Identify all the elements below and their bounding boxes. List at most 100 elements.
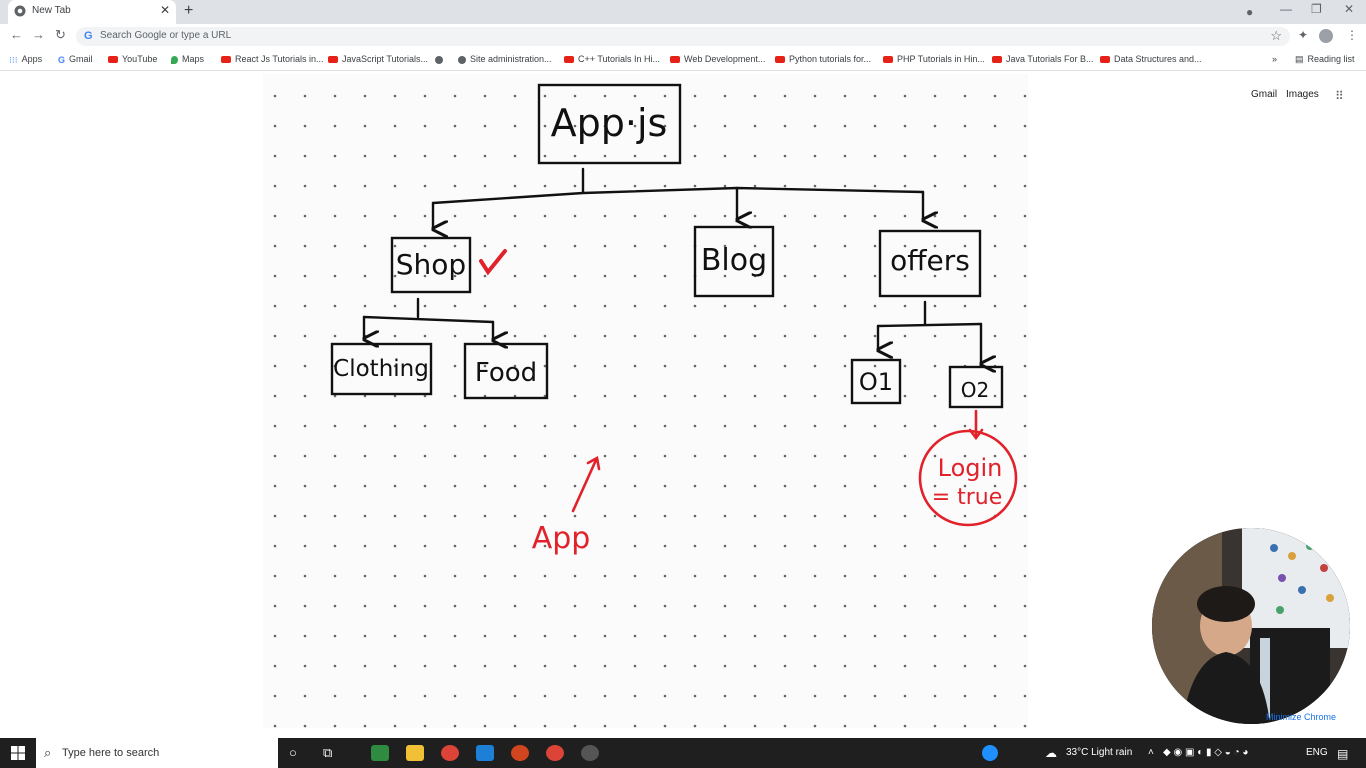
whiteboard: App·js Shop Blog offers Clothing Food O1… [263,74,1028,728]
tray-chevron-icon[interactable]: ˄ [1148,747,1154,758]
bookmark-javascript[interactable]: JavaScript Tutorials... [328,48,428,70]
bookmark-python[interactable]: Python tutorials for... [775,48,871,70]
connector-shop-bar [362,315,495,324]
youtube-icon [328,56,338,64]
reload-button[interactable]: ↻ [55,27,66,42]
weather-icon: ☁ [1045,746,1057,760]
node-box-shop [390,236,472,294]
taskbar-search-box[interactable]: ⌕ Type here to search [36,738,278,768]
bookmark-cpp[interactable]: C++ Tutorials In Hi... [564,48,660,70]
youtube-icon [108,56,118,64]
bookmark-java[interactable]: Java Tutorials For B... [992,48,1094,70]
globe-icon [435,55,443,64]
chrome-app-icon[interactable] [441,745,459,761]
webcam-image [1152,528,1350,724]
new-tab-button[interactable]: + [184,2,194,19]
bookmark-youtube[interactable]: YouTube [108,48,157,70]
google-apps-icon[interactable]: ⠿ [1335,89,1344,103]
windows-start-icon[interactable] [11,746,25,760]
whiteboard-canvas: App·js Shop Blog offers Clothing Food O1… [263,74,1028,728]
omnibox[interactable]: G Search Google or type a URL ☆ [76,27,1290,46]
google-icon: G [58,54,66,65]
weather-text[interactable]: 33°C Light rain [1066,747,1133,758]
notifications-icon[interactable]: ▤ [1337,747,1349,761]
arrow-up-head [586,455,601,471]
node-label-app-js: App·js [551,101,668,145]
node-label-o2: O2 [961,378,989,402]
bookmark-web-dev[interactable]: Web Development... [670,48,765,70]
arrow-up-line [571,458,598,513]
bookmark-apps[interactable]: ⁝⁝⁝Apps [9,48,42,70]
node-label-o1: O1 [859,368,893,396]
node-box-offers [878,229,982,298]
close-tab-icon[interactable]: ✕ [159,3,170,17]
powerpoint-app-icon[interactable] [511,745,529,761]
connector-level1 [431,186,925,205]
node-box-clothing [330,342,433,396]
webcam-overlay [1152,528,1350,724]
tab-new-tab[interactable]: New Tab ✕ [8,0,176,24]
chrome-icon [14,5,26,17]
dot-grid [263,74,1028,728]
taskbar-search-placeholder: Type here to search [62,747,160,759]
task-view-icon[interactable]: ⧉ [323,745,333,760]
checkmark-icon [479,249,507,276]
back-button[interactable]: ← [10,27,23,42]
youtube-icon [221,56,231,64]
toolbar: ← → ↻ G Search Google or type a URL ☆ ✦ … [0,24,1366,48]
omnibox-placeholder: Search Google or type a URL [100,30,232,41]
bookmark-site-admin[interactable]: Site administration... [458,48,552,70]
tab-strip: New Tab ✕ + ● — ❐ ✕ [0,0,1366,24]
node-box-o2 [948,365,1004,409]
bookmark-maps[interactable]: Maps [171,48,204,70]
reading-list-icon: ▤ [1295,54,1304,64]
more-bookmarks-icon[interactable]: » [1272,54,1278,64]
annotation-true: = true [932,485,1003,510]
google-icon: G [84,30,93,42]
node-label-food: Food [475,358,537,388]
youtube-icon [564,56,574,64]
annotation-app: App [532,521,591,556]
node-label-clothing: Clothing [333,356,429,382]
images-link[interactable]: Images [1286,89,1319,100]
help-app-icon[interactable] [982,745,998,761]
avatar[interactable] [1319,29,1333,43]
tab-title: New Tab [32,5,71,16]
taskbar: ⌕ Type here to search ○ ⧉ ☁ 33°C Light r… [0,738,1366,768]
bookmark-star-icon[interactable]: ☆ [1270,28,1282,43]
bookmark-react[interactable]: React Js Tutorials in... [221,48,324,70]
globe-icon [458,55,466,64]
youtube-icon [1100,56,1110,64]
youtube-icon [775,56,785,64]
forward-button[interactable]: → [32,27,45,42]
tray-icons[interactable]: ◆ ◉ ▣ ◐ ▮ ◇ ◒ ◔ ◕ [1163,747,1249,758]
tree-structure [330,83,1004,409]
extensions-icon[interactable]: ✦ [1298,28,1309,42]
reading-list-button[interactable]: ▤Reading list [1295,54,1355,64]
gmail-link[interactable]: Gmail [1251,89,1278,100]
close-window-button[interactable]: ✕ [1344,2,1355,16]
chrome-app-icon-2[interactable] [546,745,564,761]
maps-icon [171,55,178,64]
node-box-food [463,342,549,400]
youtube-icon [883,56,893,64]
cortana-icon[interactable]: ○ [289,745,297,760]
profile-badge-icon[interactable]: ● [1246,5,1254,19]
obs-app-icon[interactable] [581,745,599,761]
minimize-chrome-button[interactable]: Minimize Chrome [1266,712,1337,722]
bookmark-globe[interactable] [435,48,447,70]
vscode-app-icon[interactable] [476,745,494,761]
bookmark-dsa[interactable]: Data Structures and... [1100,48,1202,70]
bookmark-php[interactable]: PHP Tutorials in Hin... [883,48,985,70]
red-annotations [479,249,1018,527]
menu-icon[interactable]: ⋮ [1346,28,1358,42]
excel-app-icon[interactable] [371,745,389,761]
youtube-icon [992,56,1002,64]
node-label-shop: Shop [396,248,466,281]
restore-window-button[interactable]: ❐ [1311,2,1322,16]
minimize-window-button[interactable]: — [1280,2,1292,16]
file-explorer-icon[interactable] [406,745,424,761]
language-indicator[interactable]: ENG [1306,747,1328,758]
